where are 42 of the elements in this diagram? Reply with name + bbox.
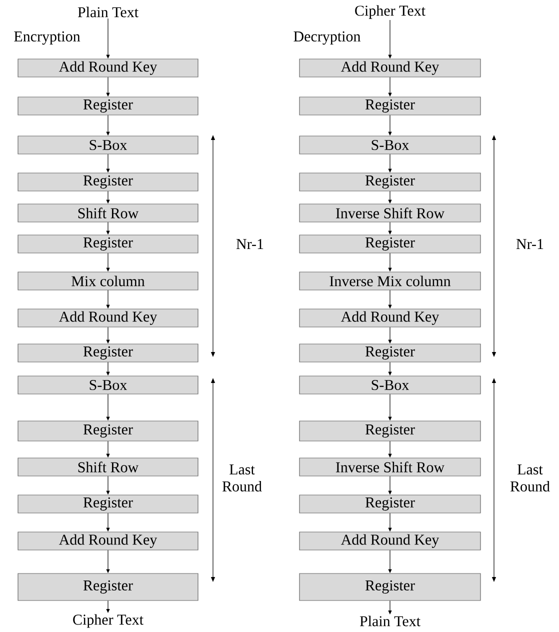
process-box: Register bbox=[299, 96, 481, 116]
process-box: Register bbox=[299, 344, 481, 362]
process-box: Add Round Key bbox=[18, 308, 198, 328]
process-box: Mix column bbox=[18, 272, 198, 290]
range-label: Last Round bbox=[222, 464, 262, 492]
range-label: Last Round bbox=[510, 464, 550, 492]
io-label: Cipher Text bbox=[355, 5, 426, 19]
io-label: Cipher Text bbox=[73, 614, 144, 628]
process-box: Add Round Key bbox=[299, 532, 481, 550]
process-box: Add Round Key bbox=[18, 58, 198, 78]
process-box: S-Box bbox=[18, 376, 198, 394]
process-box: Shift Row bbox=[18, 204, 198, 222]
process-box: Register bbox=[299, 420, 481, 442]
process-box: Register bbox=[299, 573, 481, 601]
process-box: Inverse Shift Row bbox=[299, 204, 481, 222]
process-box: Add Round Key bbox=[299, 58, 481, 78]
arrow bbox=[388, 600, 392, 614]
io-label: Plain Text bbox=[78, 6, 138, 18]
io-label: Plain Text bbox=[360, 616, 420, 626]
section-label: Encryption bbox=[14, 31, 80, 45]
process-box: Register bbox=[299, 172, 481, 192]
process-box: Register bbox=[18, 344, 198, 362]
process-box: S-Box bbox=[299, 136, 481, 154]
process-box: Register bbox=[299, 234, 481, 254]
process-box: Inverse Shift Row bbox=[299, 458, 481, 476]
process-box: Register bbox=[18, 420, 198, 442]
process-box: Register bbox=[18, 96, 198, 116]
process-box: Add Round Key bbox=[299, 308, 481, 328]
process-box: Register bbox=[299, 494, 481, 514]
process-box: S-Box bbox=[299, 376, 481, 394]
range-label: Nr-1 bbox=[516, 239, 544, 249]
process-box: Inverse Mix column bbox=[299, 272, 481, 290]
process-box: Shift Row bbox=[18, 458, 198, 476]
process-box: Add Round Key bbox=[18, 532, 198, 550]
process-box: Register bbox=[18, 573, 198, 601]
process-box: S-Box bbox=[18, 136, 198, 154]
process-box: Register bbox=[18, 172, 198, 192]
arrow bbox=[106, 600, 110, 613]
range-label: Nr-1 bbox=[236, 239, 264, 249]
process-box: Register bbox=[18, 234, 198, 254]
process-box: Register bbox=[18, 494, 198, 514]
section-label: Decryption bbox=[294, 31, 361, 45]
